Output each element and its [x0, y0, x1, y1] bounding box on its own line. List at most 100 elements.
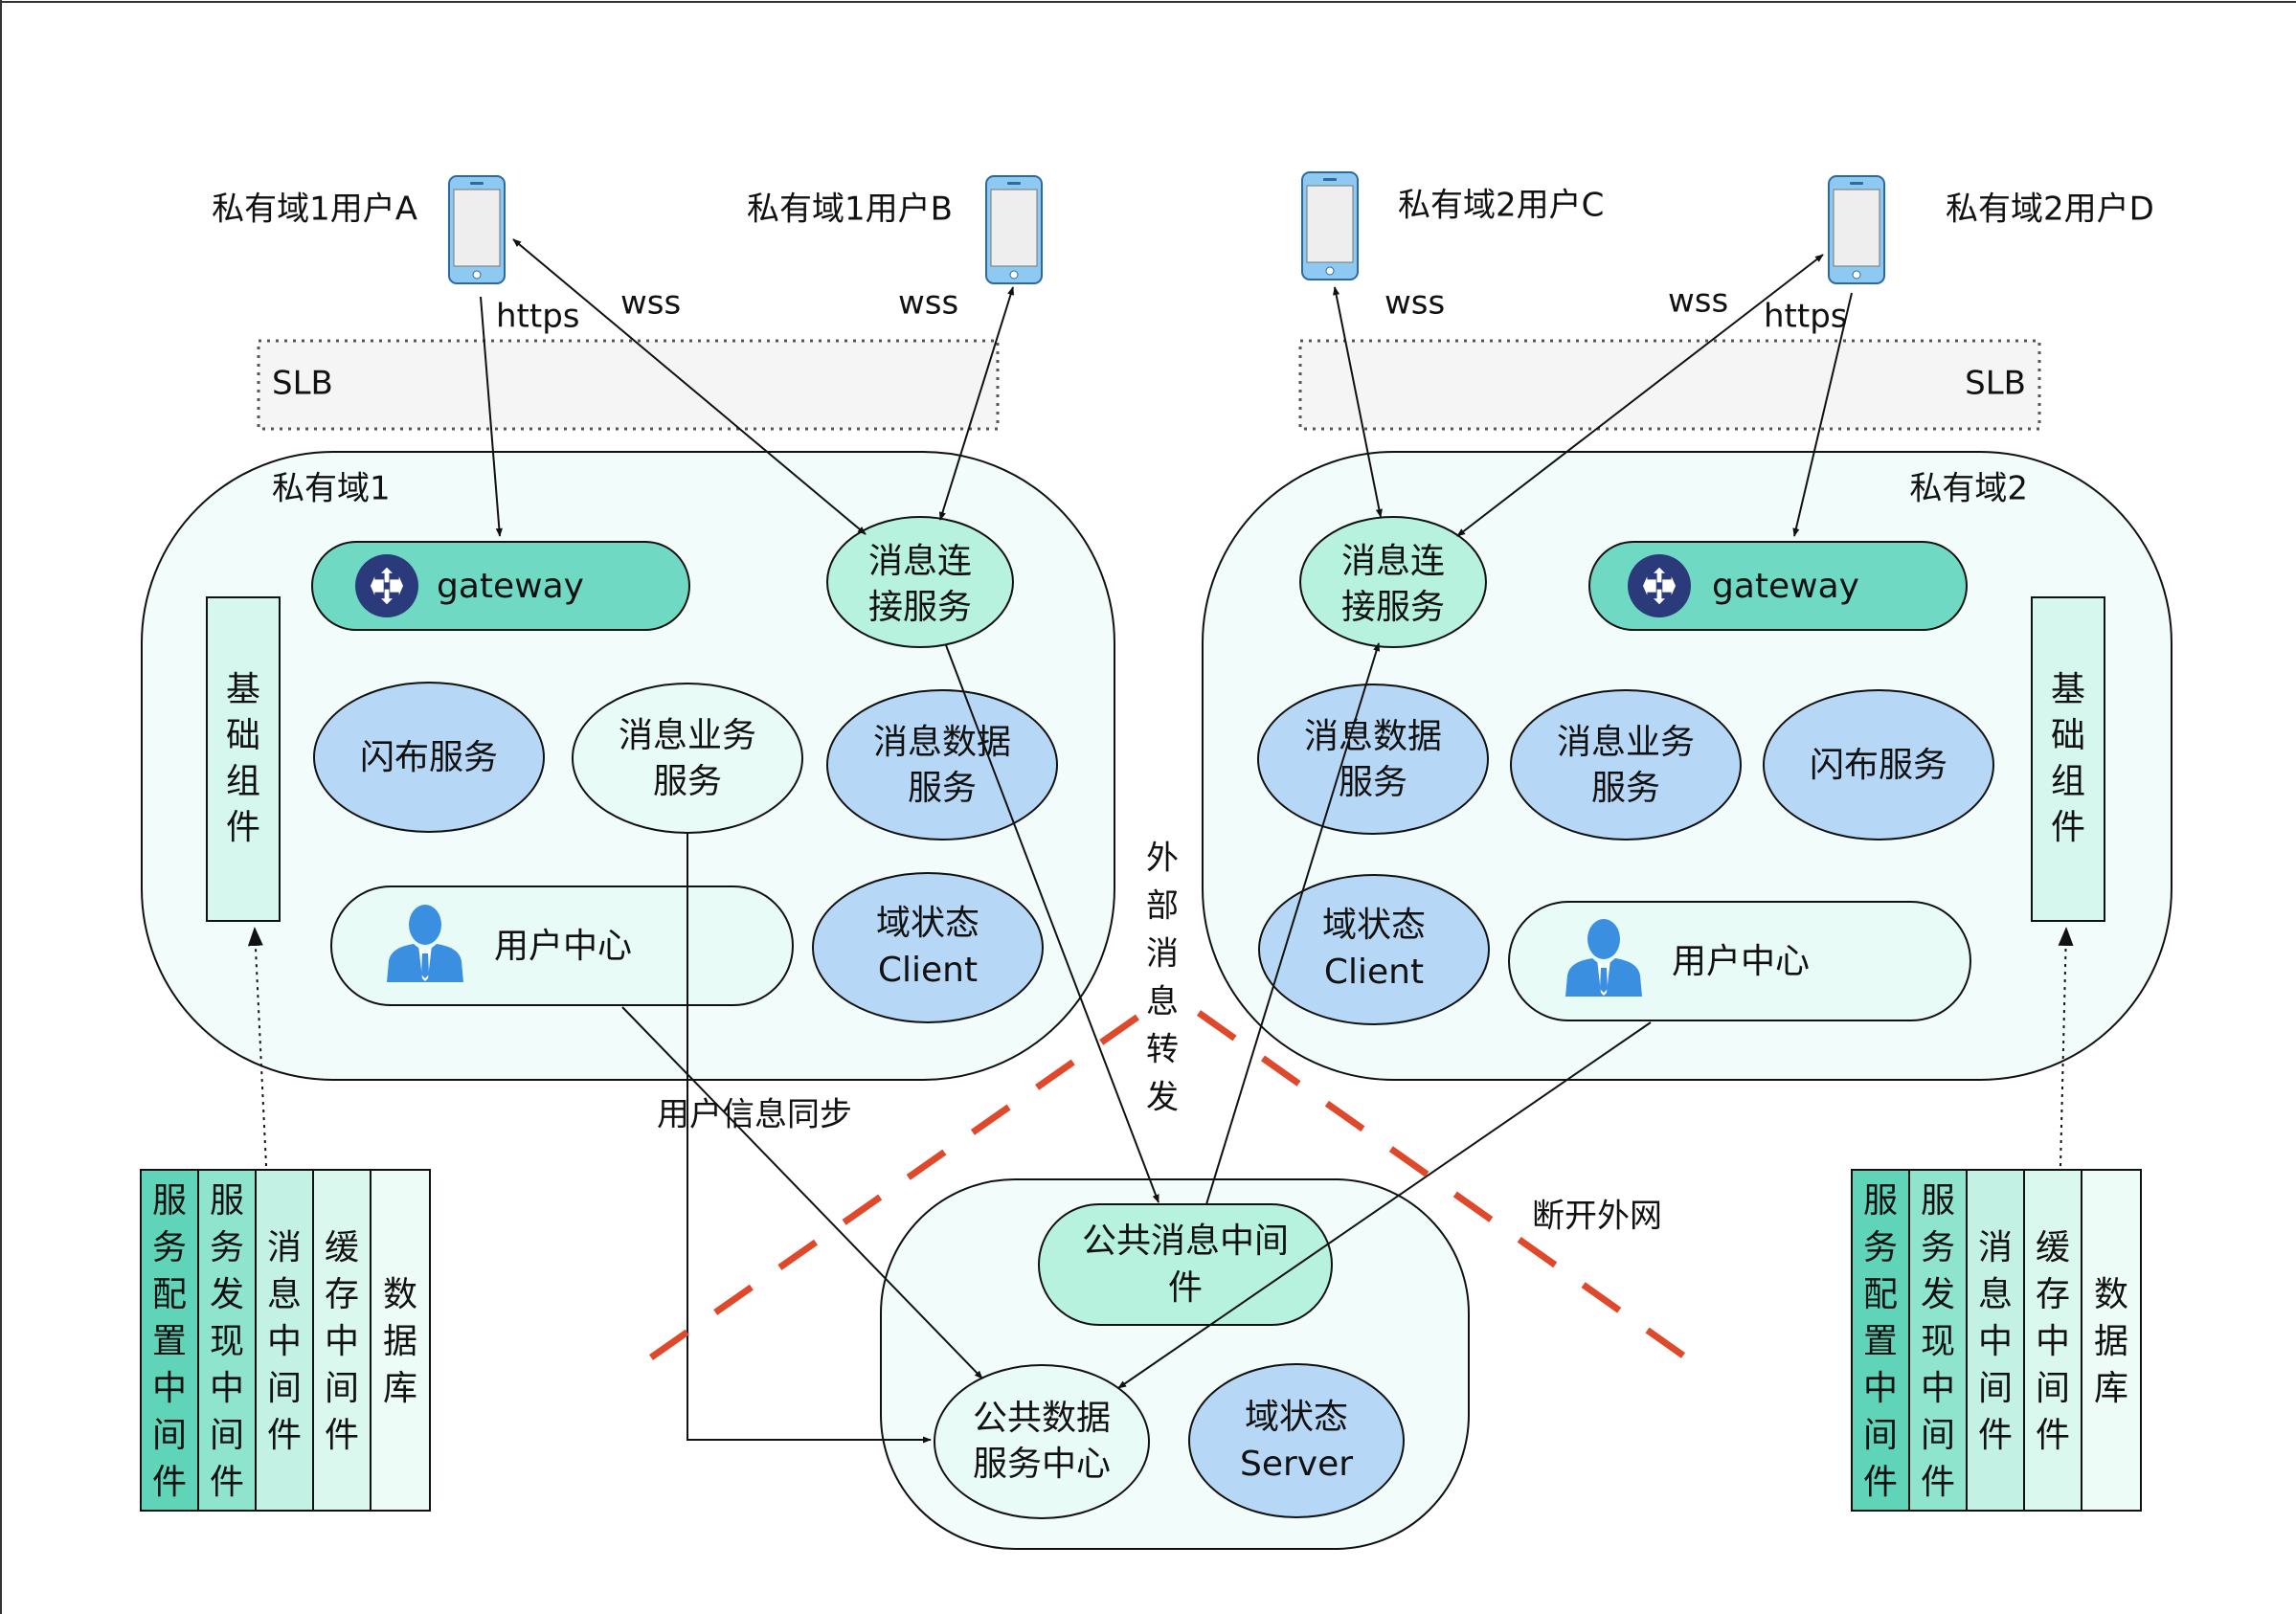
msg-business-service-2	[1510, 689, 1742, 841]
user-a-label: 私有域1用户A	[212, 191, 417, 229]
domain-state-server-line2: Server	[1240, 1445, 1353, 1484]
wss-c-label: wss	[1384, 284, 1445, 323]
base-component-1-char: 件	[226, 808, 260, 847]
public-msg-middleware-line1: 公共消息中间	[1082, 1222, 1289, 1261]
phone-icon	[1301, 171, 1359, 280]
middleware-column	[312, 1169, 371, 1512]
middleware-char: 数	[383, 1275, 417, 1314]
middleware-char: 现	[210, 1322, 244, 1361]
middleware-char: 配	[152, 1275, 187, 1314]
flash-release-service-1	[313, 682, 545, 833]
middleware-char: 据	[383, 1322, 417, 1361]
middleware-char: 缓	[325, 1228, 359, 1267]
arrow-user-c-msg-connection-2	[1333, 286, 1383, 518]
connectors	[480, 238, 1853, 1444]
router-icon	[1628, 554, 1691, 617]
slb-right-label: SLB	[1965, 365, 2026, 403]
arrow-middleware-to-base-component-1	[247, 927, 267, 1167]
user-center-1-label: 用户中心	[494, 927, 632, 966]
domain-state-client-2-line2: Client	[1324, 953, 1424, 992]
slb-left-label: SLB	[272, 365, 333, 403]
wss-d-label: wss	[1668, 282, 1728, 321]
msg-connection-2-line2: 接服务	[1341, 588, 1445, 627]
phone-icon	[985, 175, 1043, 284]
user-d-label: 私有域2用户D	[1946, 191, 2154, 229]
middleware-char: 服	[1921, 1181, 1955, 1221]
middleware-char: 服	[152, 1181, 187, 1221]
https-left-label: https	[496, 298, 580, 336]
middleware-char: 务	[1863, 1228, 1898, 1267]
middleware-char: 存	[325, 1275, 359, 1314]
middleware-column	[1908, 1169, 1968, 1512]
middleware-column	[2081, 1169, 2142, 1512]
middleware-char: 件	[1978, 1416, 2013, 1455]
base-component-1-char: 组	[226, 762, 260, 801]
public-msg-middleware	[1038, 1203, 1333, 1326]
msg-connection-service-1	[826, 516, 1014, 648]
middleware-char: 件	[2036, 1416, 2070, 1455]
public-data-center-line2: 服务中心	[973, 1445, 1111, 1484]
middleware-char: 消	[267, 1228, 302, 1267]
disconnect-label: 断开外网	[1532, 1198, 1662, 1236]
domain-state-client-2-line1: 域状态	[1322, 906, 1426, 945]
arrow-middleware-to-base-component-2	[2058, 927, 2074, 1167]
middleware-char: 发	[210, 1275, 244, 1314]
middleware-column	[370, 1169, 431, 1512]
middleware-char: 间	[1863, 1416, 1898, 1455]
middleware-column	[255, 1169, 314, 1512]
disconnect-line-left	[648, 1006, 1152, 1360]
middleware-char: 中	[1978, 1322, 2013, 1361]
msg-data-service-1	[826, 689, 1058, 841]
domain-state-server	[1188, 1363, 1405, 1518]
gateway-1-label: gateway	[437, 567, 584, 606]
middleware-char: 数	[2094, 1275, 2128, 1314]
flash-release-1-label: 闪布服务	[360, 738, 498, 777]
middleware-char: 件	[1921, 1463, 1955, 1502]
middleware-char: 务	[210, 1228, 244, 1267]
msg-connection-1-line1: 消息连	[868, 542, 972, 581]
domain-state-server-line1: 域状态	[1245, 1398, 1348, 1437]
arrow-user-a-to-gateway-1	[480, 296, 503, 537]
middleware-char: 配	[1863, 1275, 1898, 1314]
middleware-char: 间	[210, 1416, 244, 1455]
middleware-char: 间	[1921, 1416, 1955, 1455]
external-forward-char: 息	[1146, 983, 1179, 1021]
external-forward-char: 发	[1146, 1079, 1179, 1117]
external-forward-char: 转	[1146, 1031, 1179, 1069]
base-component-1	[206, 596, 281, 922]
middleware-column	[140, 1169, 199, 1512]
user-b-label: 私有域1用户B	[747, 191, 953, 229]
middleware-char: 间	[267, 1369, 302, 1408]
middleware-char: 中	[267, 1322, 302, 1361]
msg-business-service-1	[572, 683, 803, 834]
arrow-user-d-to-gateway-2	[1792, 292, 1853, 537]
base-component-2-char: 组	[2051, 762, 2085, 801]
middleware-char: 件	[325, 1416, 359, 1455]
middleware-char: 据	[2094, 1322, 2128, 1361]
flash-release-2-label: 闪布服务	[1810, 746, 1947, 785]
middleware-char: 服	[1863, 1181, 1898, 1221]
middleware-char: 中	[210, 1369, 244, 1408]
arrow-user-center-1-to-data-center	[621, 1006, 983, 1379]
user-c-label: 私有域2用户C	[1398, 187, 1604, 225]
public-data-center-line1: 公共数据	[973, 1399, 1111, 1438]
middleware-char: 间	[152, 1416, 187, 1455]
middleware-char: 件	[267, 1416, 302, 1455]
msg-data-2-line1: 消息数据	[1304, 717, 1442, 756]
slb-left-box	[257, 339, 1000, 431]
middleware-left-group: 服 务 配 置 中 间 件 服 务 发 现 中 间 件 消 息 中 间 件 缓 …	[140, 1169, 431, 1512]
gateway-2	[1588, 541, 1968, 631]
base-component-1-char: 础	[226, 716, 260, 755]
msg-connection-2-line1: 消息连	[1341, 542, 1445, 581]
router-icon	[355, 554, 418, 617]
https-right-label: https	[1764, 298, 1848, 336]
domain-state-client-1-line2: Client	[878, 951, 978, 990]
msg-business-1-line1: 消息业务	[619, 716, 756, 755]
middleware-char: 间	[1978, 1369, 2013, 1408]
phone-icon	[448, 175, 506, 284]
middleware-char: 间	[325, 1369, 359, 1408]
arrow-msg-business-1-to-data-center	[687, 833, 932, 1444]
middleware-char: 间	[2036, 1369, 2070, 1408]
